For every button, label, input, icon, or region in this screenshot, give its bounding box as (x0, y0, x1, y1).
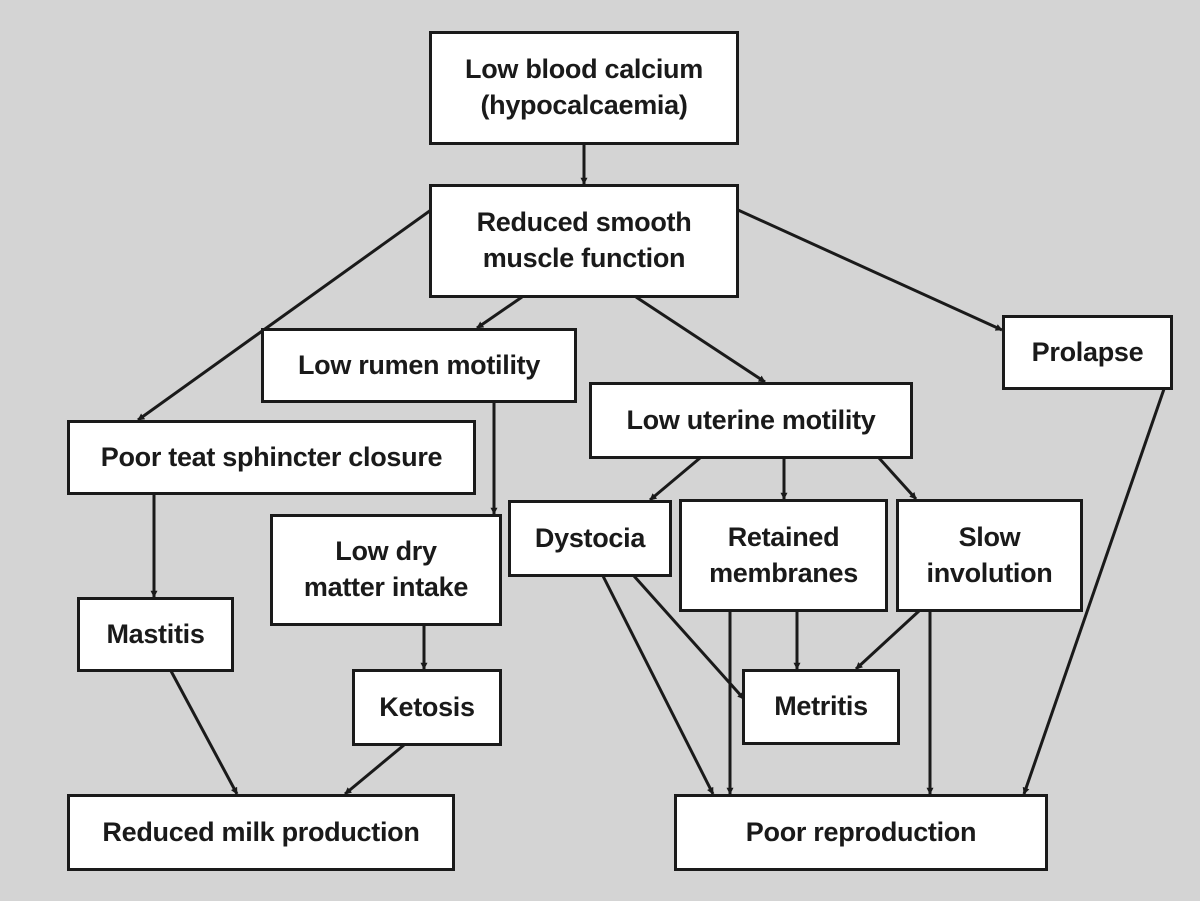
node-label: Reduced milk production (102, 815, 419, 851)
node-label-line: Mastitis (106, 618, 205, 649)
node-label: Low dry matter intake (304, 534, 468, 605)
arrow-mastitis-to-milk-production (169, 670, 239, 795)
arrow-uterine-motility-to-slow-involution (877, 456, 918, 501)
node-label-line: Reduced smooth (476, 207, 692, 238)
node-low-rumen-motility: Low rumen motility (261, 328, 577, 403)
node-mastitis: Mastitis (77, 597, 234, 672)
arrow-prolapse-to-reproduction (1022, 388, 1166, 795)
node-label-line: membranes (709, 557, 858, 588)
node-label-line: Metritis (774, 691, 868, 722)
node-poor-reproduction: Poor reproduction (674, 794, 1048, 871)
node-label: Metritis (774, 689, 868, 725)
node-label: Dystocia (535, 521, 645, 557)
node-label-line: Prolapse (1031, 336, 1144, 367)
arrow-ketosis-to-milk-production (344, 743, 405, 796)
node-label-line: Low rumen motility (297, 349, 541, 380)
arrow-uterine-motility-to-dystocia (649, 456, 701, 502)
node-label: Mastitis (106, 617, 204, 653)
node-reduced-smooth-muscle-function: Reduced smooth muscle function (429, 184, 739, 298)
node-label: Poor reproduction (745, 815, 977, 851)
node-label-line: Ketosis (379, 691, 475, 722)
arrow-smooth-muscle-to-prolapse (737, 208, 1003, 332)
node-label-line: Slow (958, 521, 1021, 552)
node-label-line: Low uterine motility (626, 404, 876, 435)
node-label: Ketosis (379, 690, 475, 726)
node-label-line: Poor teat sphincter closure (100, 441, 443, 472)
arrow-smooth-muscle-to-rumen-motility (476, 295, 523, 330)
node-label-line: Dystocia (534, 522, 646, 553)
node-label-line: Retained (727, 521, 840, 552)
node-label-line: involution (926, 557, 1053, 588)
node-low-blood-calcium: Low blood calcium (hypocalcaemia) (429, 31, 739, 145)
arrow-dystocia-to-reproduction (601, 575, 715, 795)
node-label: Low blood calcium (hypocalcaemia) (465, 52, 703, 123)
node-label: Reduced smooth muscle function (477, 205, 692, 276)
node-label: Low uterine motility (626, 403, 875, 439)
node-label-line: Poor reproduction (745, 816, 977, 847)
node-slow-involution: Slow involution (896, 499, 1083, 612)
node-label: Poor teat sphincter closure (101, 440, 443, 476)
node-label-line: Reduced milk production (102, 816, 420, 847)
arrow-slow-involution-to-metritis (854, 609, 921, 671)
node-label: Slow involution (927, 520, 1053, 591)
arrow-smooth-muscle-to-uterine-motility (635, 295, 766, 384)
node-low-dry-matter-intake: Low dry matter intake (270, 514, 502, 626)
node-label: Retained membranes (709, 520, 858, 591)
node-reduced-milk-production: Reduced milk production (67, 794, 455, 871)
node-label: Prolapse (1032, 335, 1144, 371)
node-ketosis: Ketosis (352, 669, 502, 746)
node-low-uterine-motility: Low uterine motility (589, 382, 913, 459)
node-dystocia: Dystocia (508, 500, 672, 577)
node-label-line: (hypocalcaemia) (480, 90, 688, 120)
node-poor-teat-sphincter-closure: Poor teat sphincter closure (67, 420, 476, 495)
node-label: Low rumen motility (298, 348, 540, 384)
node-label-line: Low dry (335, 536, 437, 567)
arrow-dystocia-to-metritis (632, 575, 746, 700)
node-label-line: matter intake (303, 572, 469, 602)
node-retained-membranes: Retained membranes (679, 499, 888, 612)
node-metritis: Metritis (742, 669, 900, 745)
arrow-smooth-muscle-to-teat-sphincter (137, 208, 432, 422)
node-label-line: muscle function (482, 243, 686, 273)
node-prolapse: Prolapse (1002, 315, 1173, 390)
node-label-line: Low blood calcium (465, 54, 703, 85)
